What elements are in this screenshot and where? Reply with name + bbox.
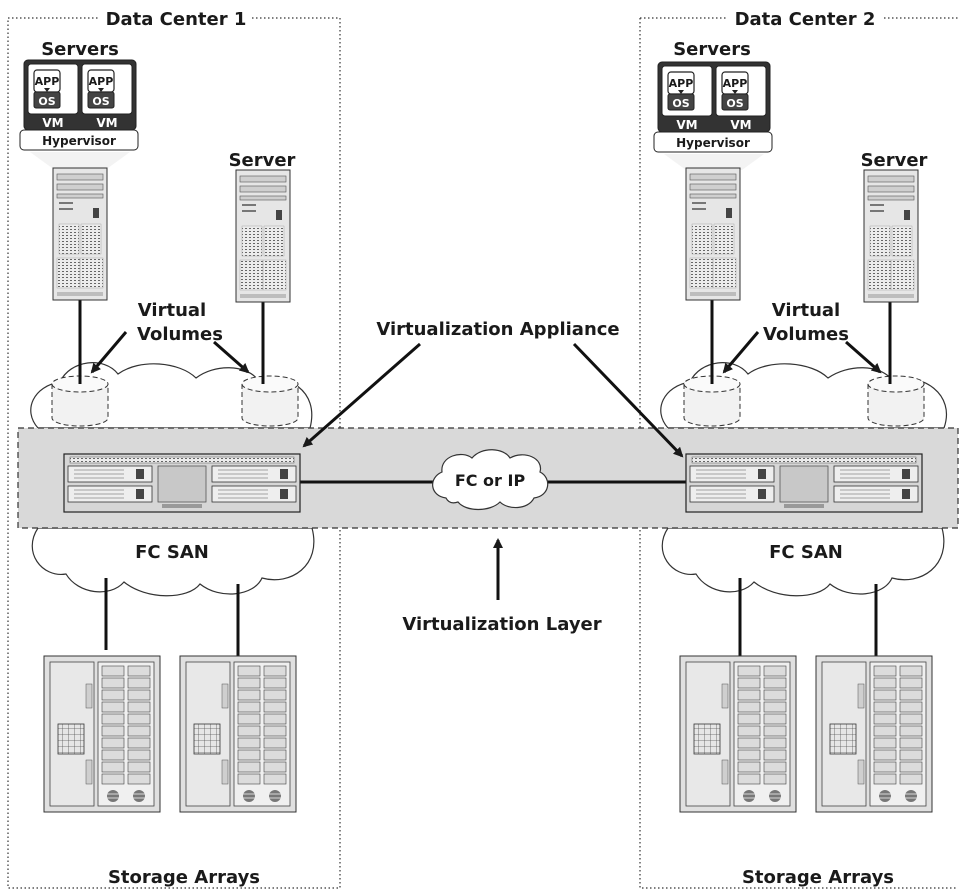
dc2-server-label: Server bbox=[861, 150, 928, 171]
dc1-hypervisor-label: Hypervisor bbox=[42, 134, 116, 148]
dc2-vm1-app-label: APP bbox=[669, 77, 694, 90]
dc2-vm1-os-label: OS bbox=[672, 97, 689, 110]
dc1-server-label: Server bbox=[229, 150, 296, 171]
dc1-vm1-os-label: OS bbox=[38, 95, 55, 108]
dc2-vm2-os-label: OS bbox=[726, 97, 743, 110]
dc2-servers-label: Servers bbox=[673, 39, 751, 60]
data-center-1-title: Data Center 1 bbox=[106, 9, 247, 30]
dc2-standalone-server-tower bbox=[863, 169, 919, 303]
data-center-2-title: Data Center 2 bbox=[735, 9, 876, 30]
connection-lines bbox=[78, 300, 892, 656]
dc1-vm2-app-label: APP bbox=[89, 75, 114, 88]
dc1-san-cloud bbox=[31, 527, 315, 597]
dc1-virtual-volumes-line1: Virtual bbox=[138, 300, 206, 321]
fc-or-ip-cloud bbox=[432, 449, 549, 511]
link-label: FC or IP bbox=[455, 471, 526, 490]
dc1-vm2-os-label: OS bbox=[92, 95, 109, 108]
dc1-standalone-server-tower bbox=[235, 169, 291, 303]
dc2-san-cloud bbox=[661, 527, 945, 597]
data-center-2-boundary bbox=[639, 17, 958, 889]
dc2-hypervisor-label: Hypervisor bbox=[676, 136, 750, 150]
dc1-storage-arrays-label: Storage Arrays bbox=[108, 867, 260, 888]
dc1-virtualization-appliance bbox=[63, 453, 301, 513]
dc1-storage-array-1 bbox=[43, 655, 161, 813]
dc2-storage-array-2 bbox=[815, 655, 933, 813]
dc2-vm1-label: VM bbox=[676, 118, 697, 132]
dc2-virtual-volumes-line1: Virtual bbox=[772, 300, 840, 321]
dc2-virtual-volumes-line2: Volumes bbox=[763, 324, 849, 345]
dc2-virtual-volume-disk-2 bbox=[867, 375, 925, 427]
dc1-san-label: FC SAN bbox=[135, 542, 209, 563]
dc1-hypervisor-host bbox=[19, 59, 139, 151]
dc1-virtual-volume-disk-2 bbox=[241, 375, 299, 427]
data-center-1-boundary bbox=[7, 17, 341, 889]
dc1-vm1-app-label: APP bbox=[35, 75, 60, 88]
dc2-hypervisor-server-tower bbox=[685, 167, 741, 301]
dc2-storage-arrays-label: Storage Arrays bbox=[742, 867, 894, 888]
dc2-vm2-app-label: APP bbox=[723, 77, 748, 90]
dc2-virtualization-appliance bbox=[685, 453, 923, 513]
dc2-san-label: FC SAN bbox=[769, 542, 843, 563]
dc1-virtual-volumes-line2: Volumes bbox=[137, 324, 223, 345]
dc1-hypervisor-server-tower bbox=[52, 167, 108, 301]
annotation-arrows bbox=[90, 331, 882, 600]
dc2-storage-array-1 bbox=[679, 655, 797, 813]
dc1-vm2-label: VM bbox=[96, 116, 117, 130]
dc1-vm1-label: VM bbox=[42, 116, 63, 130]
dc1-servers-label: Servers bbox=[41, 39, 119, 60]
virtualization-appliance-label: Virtualization Appliance bbox=[376, 319, 619, 340]
dc2-vm2-label: VM bbox=[730, 118, 751, 132]
dc2-hypervisor-host bbox=[653, 61, 773, 153]
virtualization-layer-label: Virtualization Layer bbox=[402, 614, 601, 635]
dc1-storage-array-2 bbox=[179, 655, 297, 813]
